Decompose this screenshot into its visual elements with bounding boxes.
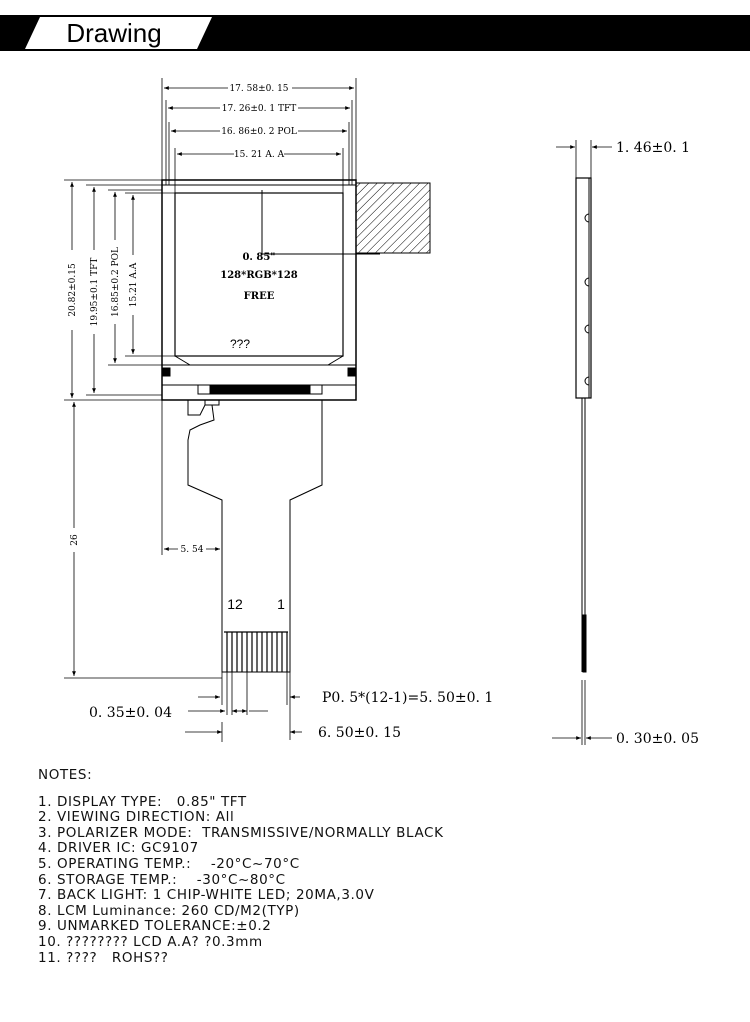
note-item: 1. DISPLAY TYPE: 0.85" TFT [38,793,247,810]
screen-resolution-label: 128*RGB*128 [220,270,298,281]
screen-unknown-label: ??? [230,337,250,351]
dim-tft-width: 17. 26±0. 1 TFT [222,104,296,114]
dim-pin-width: 0. 35±0. 04 [89,705,172,721]
fpc-contact-pads [224,631,288,672]
dim-fpc-thickness: 0. 30±0. 05 [616,731,699,747]
note-item: 2. VIEWING DIRECTION: All [38,809,235,826]
note-item: 10. ???????? LCD A.A? ?0.3mm [38,933,263,950]
note-item: 5. OPERATING TEMP.: -20°C~70°C [38,855,300,872]
screen-size-label: 0. 85" [242,252,275,263]
hatched-tab [355,182,431,254]
note-item: 4. DRIVER IC: GC9107 [38,840,199,857]
dim-pol-width: 16. 86±0. 2 POL [221,127,297,137]
dim-fpc-offset: 5. 54 [181,545,204,555]
dim-module-width: 17. 58±0. 15 [229,84,288,94]
active-area [174,192,344,357]
note-item: 6. STORAGE TEMP.: -30°C~80°C [38,871,286,888]
header-bar: Drawing [0,15,750,51]
dim-module-thickness: 1. 46±0. 1 [616,140,690,156]
header-title-box [25,17,212,49]
dim-pin-pitch: P0. 5*(12-1)=5. 50±0. 1 [322,690,493,706]
fpc-outline [187,400,323,673]
dim-fpc-width: 6. 50±0. 15 [318,725,401,741]
dim-pol-height: 16.85±0.2 POL [111,247,121,317]
side-view [552,140,612,745]
notes-section: NOTES: 1. DISPLAY TYPE: 0.85" TFT 2. VIE… [38,767,444,966]
dim-module-height: 20.82±0.15 [68,263,78,317]
note-item: 8. LCM Luminance: 260 CD/M2(TYP) [38,902,300,919]
pin-12-label: 12 [227,596,243,612]
mechanical-drawing: 17. 58±0. 15 17. 26±0. 1 TFT 16. 86±0. 2… [64,78,699,747]
dim-fpc-length: 26 [70,534,80,546]
dim-tft-height: 19.95±0.1 TFT [90,258,100,327]
header-title: Drawing [66,18,161,48]
notes-title: NOTES: [38,767,93,783]
dim-aa-height: 15.21 A.A [129,262,139,307]
note-item: 7. BACK LIGHT: 1 CHIP-WHITE LED; 20MA,3.… [38,887,375,904]
module-outline [161,179,357,401]
pin-1-label: 1 [277,596,285,612]
dim-aa-width: 15. 21 A. A [234,150,285,160]
screen-free-label: FREE [244,291,275,302]
note-item: 11. ???? ROHS?? [38,949,169,966]
note-item: 3. POLARIZER MODE: TRANSMISSIVE/NORMALLY… [38,824,444,841]
note-item: 9. UNMARKED TOLERANCE:±0.2 [38,918,272,935]
